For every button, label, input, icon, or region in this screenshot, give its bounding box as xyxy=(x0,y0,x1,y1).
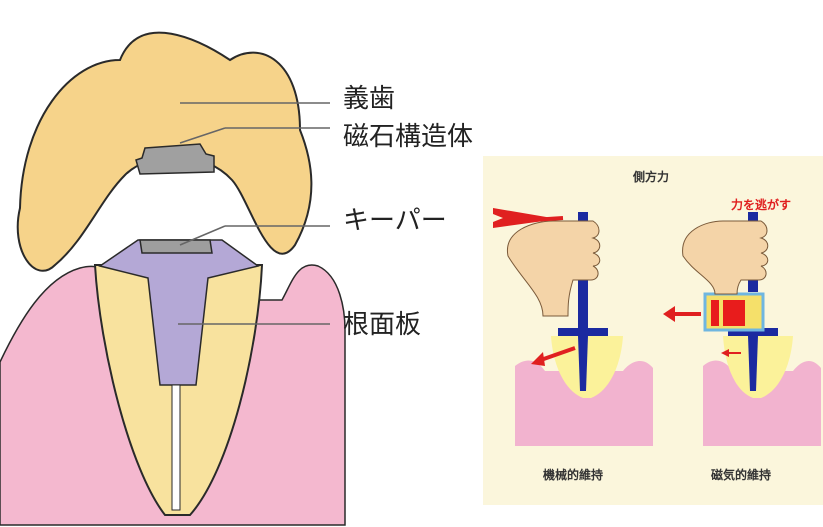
arrow-right-upper-head xyxy=(663,306,675,322)
arrow-left-lower-head xyxy=(531,352,545,366)
denture-diagram xyxy=(0,0,500,527)
label-keeper: キーパー xyxy=(343,208,447,234)
keeper xyxy=(140,240,212,253)
caption-magnetic-retention: 磁気的維持 xyxy=(711,466,771,483)
annotation-release-force: 力を逃がす xyxy=(731,196,791,213)
magnet-structure xyxy=(136,144,214,174)
panel-title: 側方力 xyxy=(633,168,669,185)
magnet-core xyxy=(723,300,745,326)
magnet-left-band xyxy=(711,300,719,326)
label-magnet-structure: 磁石構造体 xyxy=(343,124,473,150)
post-left-bar xyxy=(558,328,608,336)
label-denture: 義歯 xyxy=(343,86,395,112)
lateral-force-panel: 側方力 力を逃がす 機械的維持 磁気的維持 xyxy=(483,156,823,505)
label-root-plate: 根面板 xyxy=(343,312,421,338)
root-canal xyxy=(172,385,180,510)
caption-mechanical-retention: 機械的維持 xyxy=(543,466,603,483)
